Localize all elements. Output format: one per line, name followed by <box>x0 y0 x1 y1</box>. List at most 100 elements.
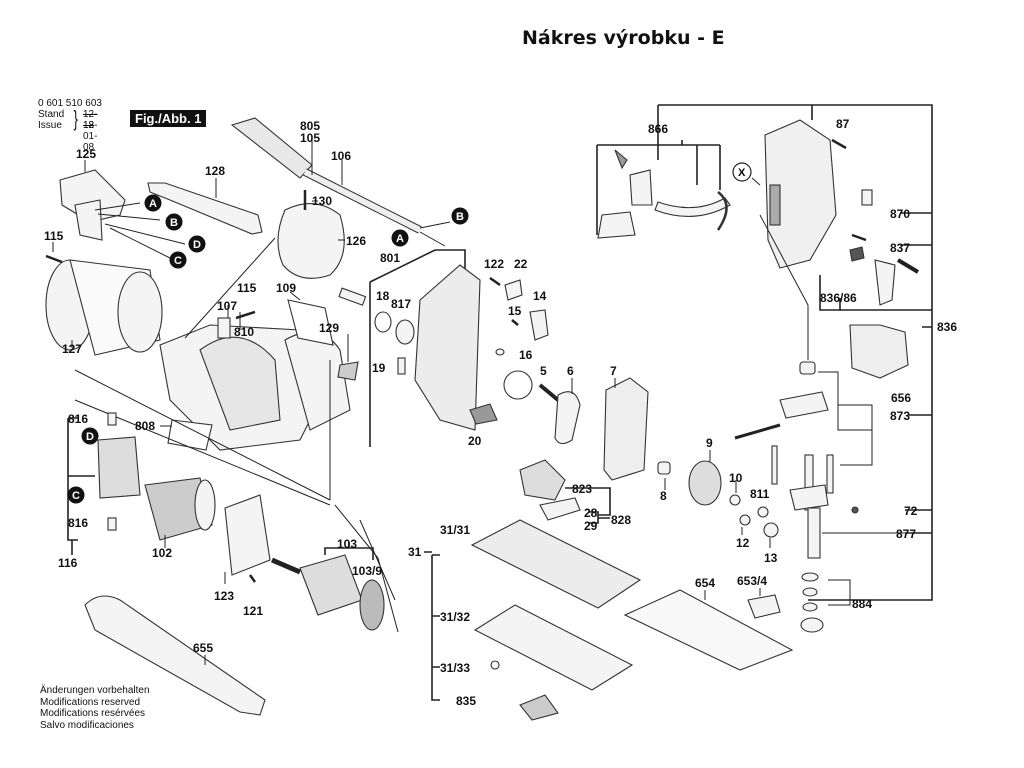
cord-105 <box>230 117 451 247</box>
label-122: 122 <box>484 257 504 271</box>
screw-115 <box>45 242 63 264</box>
label-828: 828 <box>611 513 631 527</box>
svg-text:D: D <box>193 239 201 251</box>
lever-128 <box>147 178 263 235</box>
switch-125 <box>59 160 126 241</box>
label-125: 125 <box>76 147 96 161</box>
housing-127 <box>45 259 163 356</box>
label-5: 5 <box>540 364 547 378</box>
svg-text:A: A <box>396 233 404 245</box>
label-884: 884 <box>852 597 872 611</box>
label-105: 105 <box>300 131 320 145</box>
label-31-33: 31/33 <box>440 661 470 675</box>
plate-7 <box>603 377 649 481</box>
note-es: Salvo modificaciones <box>40 719 134 731</box>
document-meta: 0 601 510 603 Stand Issue } 12-12 18-01-… <box>38 98 102 153</box>
label-836-86: 836/86 <box>820 291 857 305</box>
callout-b: B <box>165 213 183 231</box>
label-8: 8 <box>660 489 667 503</box>
gear-9 <box>657 450 779 548</box>
page-title: Nákres výrobku - E <box>522 27 725 49</box>
label-817: 817 <box>391 297 411 311</box>
callout-b-cord: B <box>451 207 469 225</box>
label-102: 102 <box>152 546 172 560</box>
svg-text:B: B <box>456 211 464 223</box>
label-808: 808 <box>135 419 155 433</box>
label-22: 22 <box>514 257 528 271</box>
label-129: 129 <box>319 321 339 335</box>
stand-label: Stand <box>38 109 65 120</box>
right-group <box>596 104 933 633</box>
label-873: 873 <box>890 409 910 423</box>
brush-holder-116 <box>67 412 141 555</box>
label-654: 654 <box>695 576 715 590</box>
part-labels: 125 128 115 127 805 105 106 130 126 115 … <box>44 117 957 708</box>
issue-label: Issue <box>38 120 62 131</box>
label-123: 123 <box>214 589 234 603</box>
label-31-32: 31/32 <box>440 610 470 624</box>
label-127: 127 <box>62 342 82 356</box>
svg-text:A: A <box>149 198 157 210</box>
label-121: 121 <box>243 604 263 618</box>
callout-d: D <box>188 235 206 253</box>
stator-102 <box>144 477 216 548</box>
brace-icon: } <box>73 106 78 131</box>
label-805: 805 <box>300 119 320 133</box>
label-109: 109 <box>276 281 296 295</box>
wires <box>94 202 186 259</box>
label-72: 72 <box>904 504 918 518</box>
note-fr: Modifications resérvées <box>40 708 146 719</box>
callout-a: A <box>144 194 162 212</box>
callout-d-brush: D <box>81 427 99 445</box>
callout-c-brush: C <box>67 486 85 504</box>
label-31: 31 <box>408 545 422 559</box>
label-870: 870 <box>890 207 910 221</box>
label-801: 801 <box>380 251 400 265</box>
label-816a: 816 <box>68 412 88 426</box>
label-18: 18 <box>376 289 390 303</box>
label-106: 106 <box>331 149 351 163</box>
label-116: 116 <box>58 556 78 570</box>
label-103: 103 <box>337 537 357 551</box>
label-115a: 115 <box>44 229 64 243</box>
issue-value: 18-01-08 <box>83 120 98 153</box>
label-837: 837 <box>890 241 910 255</box>
leader-lines <box>334 504 399 633</box>
svg-text:B: B <box>170 217 178 229</box>
label-810: 810 <box>234 325 254 339</box>
baseplate-654 <box>623 588 794 671</box>
figure-label: Fig./Abb. 1 <box>130 110 207 127</box>
nozzle-655 <box>84 595 266 716</box>
label-12: 12 <box>736 536 750 550</box>
svg-text:C: C <box>72 490 80 502</box>
label-107: 107 <box>217 299 237 313</box>
gear-housing-801 <box>338 249 560 447</box>
label-866: 866 <box>648 122 668 136</box>
label-877: 877 <box>896 527 916 541</box>
note-de: Änderungen vorbehalten <box>40 685 150 696</box>
housing-810 <box>159 291 359 451</box>
label-835: 835 <box>456 694 476 708</box>
callout-x: X <box>738 167 746 179</box>
label-9: 9 <box>706 436 713 450</box>
label-7: 7 <box>610 364 617 378</box>
svg-text:C: C <box>174 255 182 267</box>
callout-a-cord: A <box>391 229 409 247</box>
label-15: 15 <box>508 304 522 318</box>
footplate-31 <box>424 459 642 721</box>
svg-text:D: D <box>86 431 94 443</box>
label-653-4: 653/4 <box>737 574 767 588</box>
label-20: 20 <box>468 434 482 448</box>
label-28: 28 <box>584 506 598 520</box>
label-6: 6 <box>567 364 574 378</box>
label-13: 13 <box>764 551 778 565</box>
label-16: 16 <box>519 348 533 362</box>
leader-lines <box>74 237 331 506</box>
label-823: 823 <box>572 482 592 496</box>
label-126: 126 <box>346 234 366 248</box>
cover-126 <box>277 190 345 279</box>
label-816b: 816 <box>68 516 88 530</box>
label-19: 19 <box>372 361 386 375</box>
label-836: 836 <box>937 320 957 334</box>
